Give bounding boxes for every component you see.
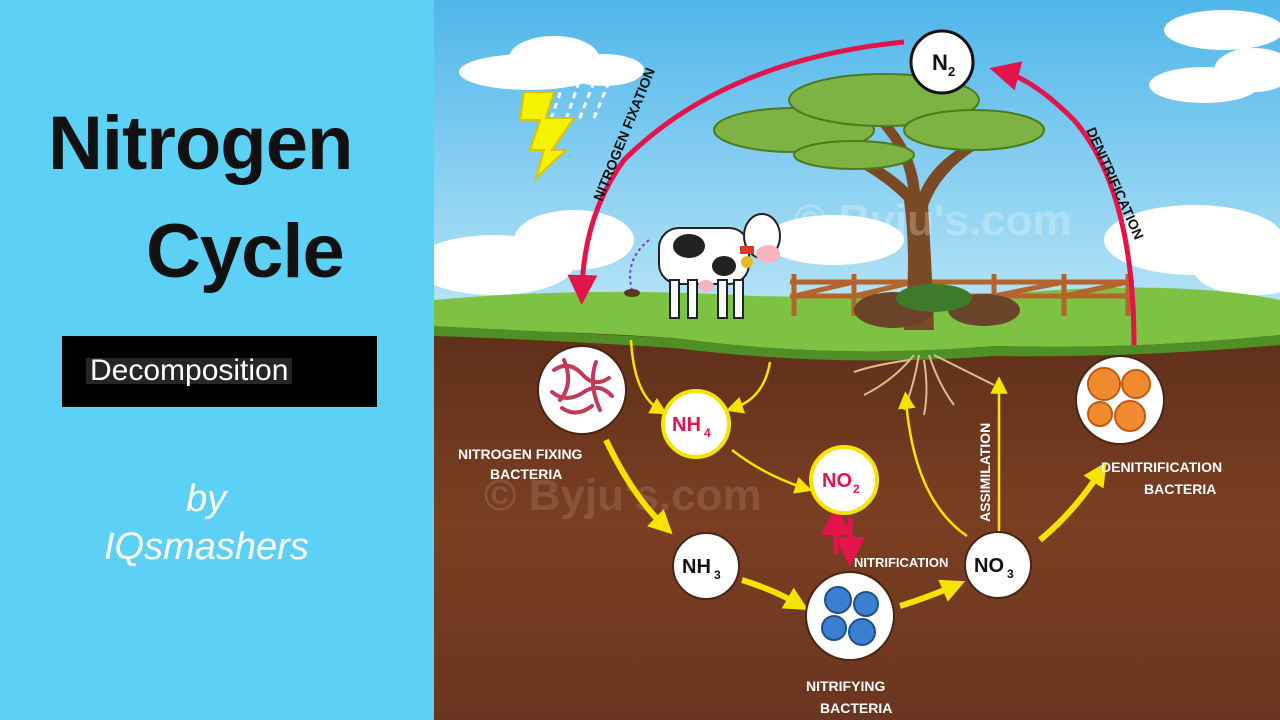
no3-sub: 3 xyxy=(1007,567,1014,581)
no3-node: NO 3 xyxy=(964,531,1032,599)
arrow-nh4-to-no2 xyxy=(731,449,813,494)
arrow-nh3-to-nitrifying xyxy=(741,577,809,611)
nitrifying-bacteria-label-2: BACTERIA xyxy=(820,700,892,716)
no3-main: NO xyxy=(974,555,1004,577)
clouds xyxy=(434,10,1280,295)
watermark-top: © Byju's.com xyxy=(794,196,1072,245)
denitrification-bacteria-label-1: DENITRIFICATION xyxy=(1101,459,1222,475)
cow xyxy=(658,213,781,319)
denitrification-arrow xyxy=(989,61,1137,346)
worm-bacteria-icon xyxy=(550,358,614,415)
assimilation-label: ASSIMILATION xyxy=(977,423,993,522)
n2-sub: 2 xyxy=(948,64,955,79)
nitrifying-bacteria xyxy=(805,571,895,661)
grass-surface xyxy=(434,287,1280,352)
dung xyxy=(624,289,640,297)
no2-main: NO xyxy=(822,470,852,492)
byline-by: by xyxy=(186,478,227,520)
nh4-node: NH 4 xyxy=(661,389,731,459)
nh3-sub: 3 xyxy=(714,568,721,582)
grass-edge xyxy=(434,326,1280,361)
no2-node: NO 2 xyxy=(809,445,879,515)
arrow-fixing-to-nh3 xyxy=(603,438,673,535)
decomposition-label: Decomposition xyxy=(86,356,293,386)
decomposition-box: Decomposition xyxy=(62,336,377,407)
nitrifying-bacteria-label-1: NITRIFYING xyxy=(806,678,885,694)
nitrogen-fixing-bacteria-label-1: NITROGEN FIXING xyxy=(458,446,583,462)
no2-sub: 2 xyxy=(853,482,860,496)
nh4-sub: 4 xyxy=(704,426,711,440)
orange-bacteria-icon xyxy=(1087,367,1151,432)
diagram-canvas: © Byju's.com © Byju's.com NITROGEN FIXAT… xyxy=(434,0,1280,720)
n2-main: N xyxy=(932,50,948,75)
nitrification-label: NITRIFICATION xyxy=(854,555,948,570)
nitrogen-fixing-bacteria-label-2: BACTERIA xyxy=(490,466,562,482)
watermark-bottom: © Byju's.com xyxy=(484,471,762,520)
nitrogen-fixation-arrow xyxy=(567,39,905,305)
lightning-icon xyxy=(518,81,611,182)
arrow-nitrifying-to-no3 xyxy=(899,579,966,609)
nh4-main: NH xyxy=(672,414,701,436)
roots xyxy=(853,354,995,416)
tree xyxy=(713,73,1045,330)
arrow-no3-to-roots xyxy=(897,391,968,538)
arrow-fixing-to-nh4 xyxy=(629,339,668,415)
denitrification-bacteria xyxy=(1075,355,1165,445)
arrow-no3-to-denitrifying xyxy=(1038,461,1107,543)
nitrogen-fixing-bacteria xyxy=(537,345,627,435)
nitrogen-cycle-diagram: © Byju's.com © Byju's.com NITROGEN FIXAT… xyxy=(434,0,1280,720)
nh3-main: NH xyxy=(682,556,711,578)
arrow-decomp-to-nh4 xyxy=(725,361,772,414)
title-panel: Nitrogen Cycle Decomposition by IQsmashe… xyxy=(0,0,434,720)
no2-exchange-arrows xyxy=(821,505,865,567)
blue-bacteria-icon xyxy=(821,586,879,646)
title-line-2: Cycle xyxy=(146,209,345,294)
n2-node: N 2 xyxy=(909,29,975,95)
denitrification-bacteria-label-2: BACTERIA xyxy=(1144,481,1216,497)
nh3-node: NH 3 xyxy=(672,532,740,600)
title-line-1: Nitrogen xyxy=(48,101,353,186)
byline-author: IQsmashers xyxy=(104,526,309,568)
